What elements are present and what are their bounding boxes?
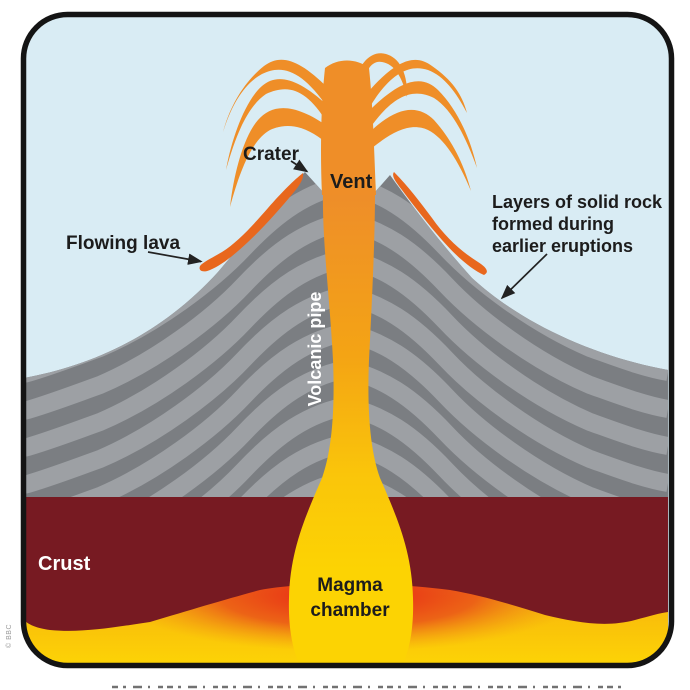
magma-chamber-label: Magma chamber xyxy=(310,575,390,621)
panel-border xyxy=(20,11,675,669)
layers-label: Layers of solid rock formed during earli… xyxy=(492,192,663,256)
volcanic-pipe-label: Volcanic pipe xyxy=(305,292,325,407)
flowing-lava-arrow xyxy=(147,251,203,265)
lava-flow-left xyxy=(199,173,304,272)
annotation-arrows xyxy=(147,159,548,300)
layers-label-line1: Layers of solid rock xyxy=(492,192,663,212)
magma-chamber-label-line2: chamber xyxy=(310,600,390,621)
copyright-text: © BBC xyxy=(5,624,13,648)
eruption-fountain xyxy=(223,53,477,207)
layers-label-line2: formed during xyxy=(492,214,614,234)
fountain-column xyxy=(321,60,376,195)
flowing-lava-label: Flowing lava xyxy=(66,233,180,254)
volcanic-pipe-and-chamber xyxy=(288,192,414,664)
lava-flow-right xyxy=(393,172,487,275)
crust-label: Crust xyxy=(38,553,91,575)
crater-arrow xyxy=(290,159,309,173)
crater-label: Crater xyxy=(243,144,300,165)
vent-label: Vent xyxy=(330,171,373,193)
layers-label-line3: earlier eruptions xyxy=(492,236,633,256)
magma-chamber-label-line1: Magma xyxy=(317,575,383,596)
layers-arrow xyxy=(500,253,548,300)
